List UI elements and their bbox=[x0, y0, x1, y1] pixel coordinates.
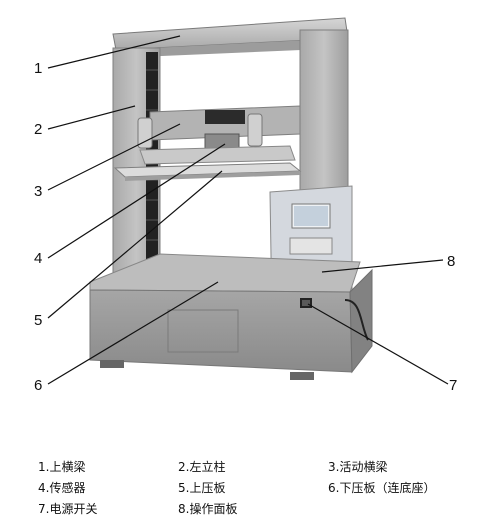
base-lower-platen bbox=[89, 253, 373, 380]
power-cable bbox=[344, 299, 369, 341]
legend-item-3: 3.活动横梁 bbox=[328, 460, 388, 474]
callout-4: 4 bbox=[34, 250, 42, 267]
leader-line-3 bbox=[47, 123, 181, 191]
movable-crossbeam bbox=[137, 105, 301, 149]
legend-item-6: 6.下压板（连底座） bbox=[328, 481, 436, 495]
legend-item-5: 5.上压板 bbox=[178, 481, 226, 495]
leader-line-5 bbox=[47, 170, 223, 319]
legend-item-4: 4.传感器 bbox=[38, 481, 86, 495]
callout-5: 5 bbox=[34, 312, 42, 329]
legend-item-1: 1.上横梁 bbox=[38, 460, 86, 474]
legend-item-7: 7.电源开关 bbox=[38, 502, 98, 516]
leader-line-8 bbox=[321, 259, 444, 273]
legend-item-2: 2.左立柱 bbox=[178, 460, 226, 474]
callout-1: 1 bbox=[34, 60, 42, 77]
leader-line-2 bbox=[47, 105, 136, 130]
legend-item-8: 8.操作面板 bbox=[178, 502, 238, 516]
leader-line-4 bbox=[47, 143, 226, 259]
callout-6: 6 bbox=[34, 377, 42, 394]
leader-line-1 bbox=[47, 35, 181, 69]
power-switch bbox=[300, 298, 312, 308]
callout-3: 3 bbox=[34, 183, 42, 200]
leader-line-6 bbox=[47, 281, 219, 385]
callout-7: 7 bbox=[449, 377, 457, 394]
callout-2: 2 bbox=[34, 121, 42, 138]
upper-platen bbox=[113, 145, 302, 181]
callout-8: 8 bbox=[447, 253, 455, 270]
leader-lines bbox=[47, 35, 449, 385]
leader-line-7 bbox=[307, 303, 449, 385]
